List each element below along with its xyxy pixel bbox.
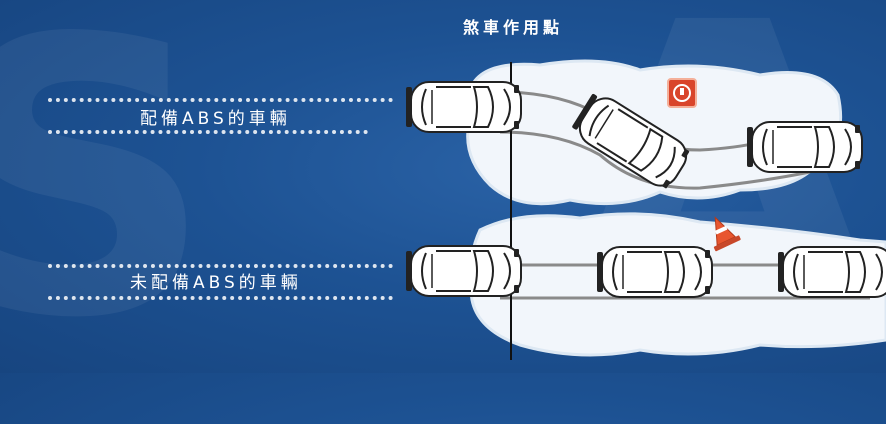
dotted-line-row1-top [48, 98, 393, 102]
dotted-line-row2-bottom [48, 296, 393, 300]
abs-car-end [746, 121, 863, 173]
diagram-title: 煞車作用點 [462, 18, 563, 37]
dotted-line-row1-bottom [48, 130, 368, 134]
non-abs-car-middle [596, 246, 713, 298]
non-abs-car-end [777, 246, 886, 298]
braking-scene [405, 59, 886, 360]
traffic-cone-icon [713, 216, 741, 252]
abs-car-start [405, 81, 522, 133]
warning-sign-icon [667, 78, 697, 108]
abs-track-lower [499, 130, 811, 190]
abs-vehicle-label: 配備ABS的車輛 [140, 109, 291, 129]
background-letter-s: S [0, 0, 214, 401]
dotted-line-row2-top [48, 264, 393, 268]
non-abs-car-start [405, 245, 522, 297]
non-abs-vehicle-label: 未配備ABS的車輛 [130, 273, 302, 293]
